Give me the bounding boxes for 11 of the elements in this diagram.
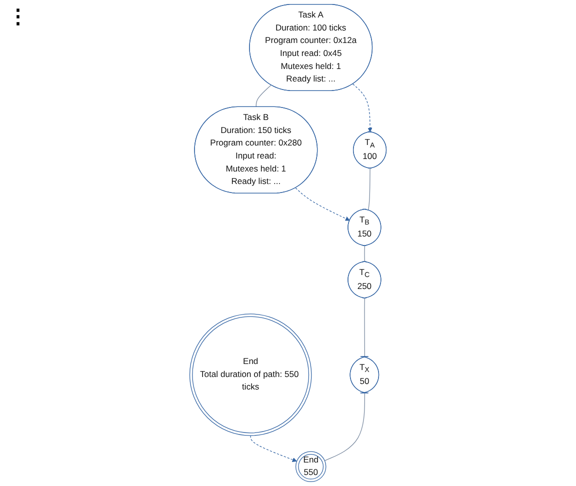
connector	[256, 84, 272, 108]
connector	[364, 246, 366, 262]
connector	[364, 298, 366, 358]
arrow	[352, 84, 372, 132]
connector	[324, 392, 366, 462]
node-circle: End Total duration of path: 550 ticks	[189, 314, 312, 436]
connector	[368, 168, 370, 211]
arrow	[250, 435, 297, 462]
ellipsis-note: ⋮	[8, 5, 28, 29]
arrow	[295, 188, 350, 221]
node-circle: End 550	[295, 451, 326, 482]
